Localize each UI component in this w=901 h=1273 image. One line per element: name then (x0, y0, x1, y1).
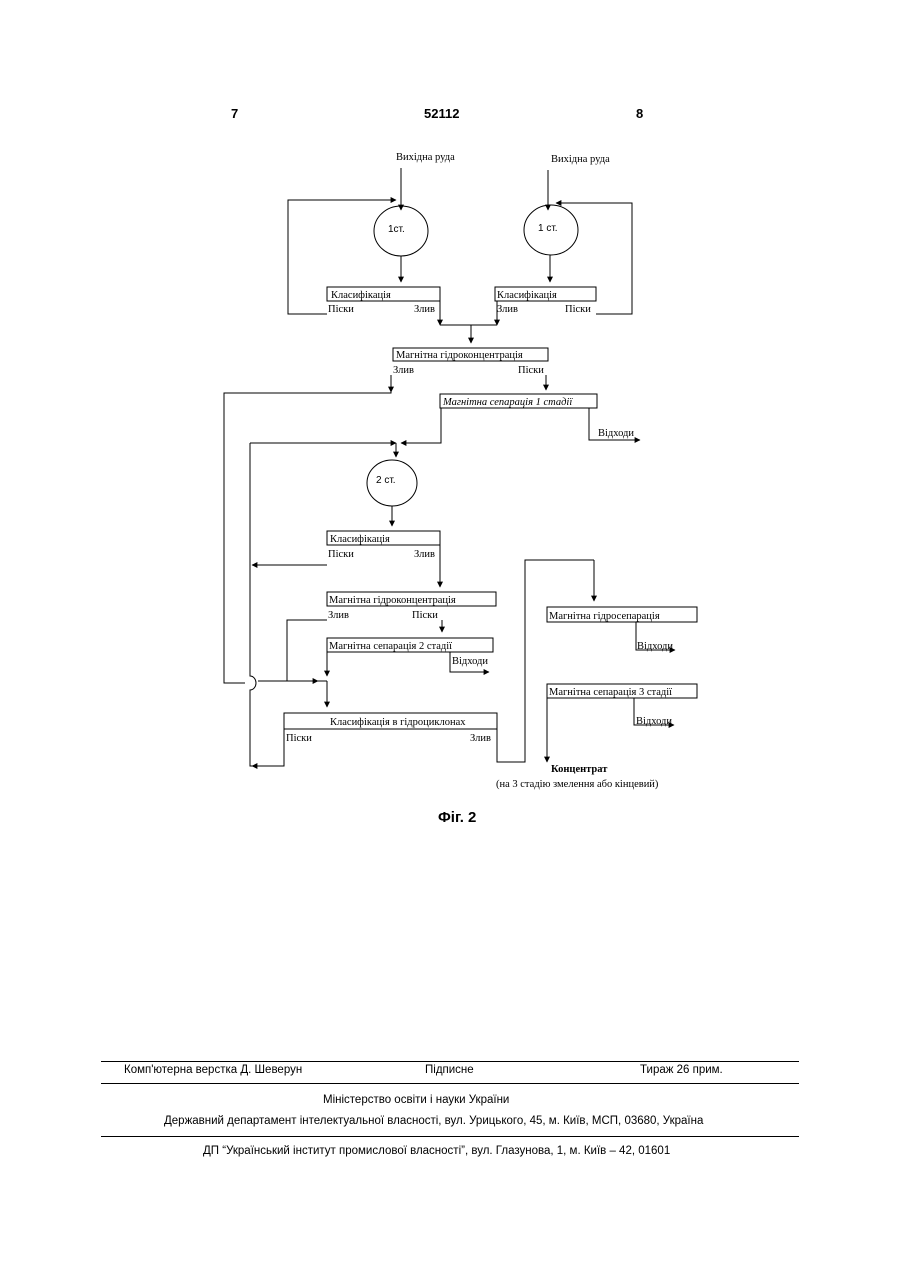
mag-hydroseparation-waste: Відходи (637, 641, 673, 652)
footer-rule-bottom (101, 1136, 799, 1137)
mag-separation-3-title: Магнітна сепарація 3 стадії (549, 687, 672, 698)
footer-institute: ДП “Український інститут промислової вла… (203, 1145, 670, 1157)
mag-hydroconcentration-2-sands: Піски (412, 610, 438, 621)
ore-input-right-label: Вихідна руда (551, 154, 610, 165)
footer-rule-middle (101, 1083, 799, 1084)
classification-2-overflow: Злив (414, 549, 435, 560)
footer-signed: Підписне (425, 1064, 474, 1076)
mag-hydroconcentration-1-sands: Піски (518, 365, 544, 376)
mag-separation-1-title: Магнітна сепарація 1 стадії (442, 397, 573, 408)
classification-left-title: Класифікація (331, 290, 391, 301)
mill-stage-1-left-label: 1ст. (388, 224, 405, 235)
ore-input-left-label: Вихідна руда (396, 152, 455, 163)
concentrate-label: Концентрат (551, 764, 608, 775)
classification-left-overflow: Злив (414, 304, 435, 315)
figure-caption: Фіг. 2 (438, 809, 476, 826)
hydrocyclone-classification-title: Класифікація в гідроциклонах (330, 717, 466, 728)
mag-hydroconcentration-2-overflow: Злив (328, 610, 349, 621)
classification-right-title: Класифікація (497, 290, 557, 301)
mag-separation-2-title: Магнітна сепарація 2 стадії (329, 641, 452, 652)
footer-layout-credit: Комп'ютерна верстка Д. Шеверун (124, 1064, 302, 1076)
hydrocyclone-sands: Піски (286, 733, 312, 744)
classification-right-overflow: Злив (497, 304, 518, 315)
mill-stage-2-label: 2 ст. (376, 475, 396, 486)
concentrate-note: (на 3 стадію змелення або кінцевий) (496, 779, 659, 790)
classification-2-title: Класифікація (330, 534, 390, 545)
mill-stage-1-right-label: 1 ст. (538, 223, 558, 234)
mag-hydroconcentration-1-overflow: Злив (393, 365, 414, 376)
footer-print-run: Тираж 26 прим. (640, 1064, 723, 1076)
footer-department: Державний департамент інтелектуальної вл… (164, 1115, 703, 1127)
mag-hydroseparation-title: Магнітна гідросепарація (549, 611, 660, 622)
mag-separation-3-waste: Відходи (636, 716, 672, 727)
hydrocyclone-overflow: Злив (470, 733, 491, 744)
footer-rule-top (101, 1061, 799, 1062)
mag-separation-1-waste: Відходи (598, 428, 634, 439)
footer-ministry: Міністерство освіти і науки України (323, 1094, 509, 1106)
classification-2-sands: Піски (328, 549, 354, 560)
classification-right-sands: Піски (565, 304, 591, 315)
mag-separation-2-waste: Відходи (452, 656, 488, 667)
mag-hydroconcentration-1-title: Магнітна гідроконцентрація (396, 350, 523, 361)
mag-hydroconcentration-2-title: Магнітна гідроконцентрація (329, 595, 456, 606)
classification-left-sands: Піски (328, 304, 354, 315)
